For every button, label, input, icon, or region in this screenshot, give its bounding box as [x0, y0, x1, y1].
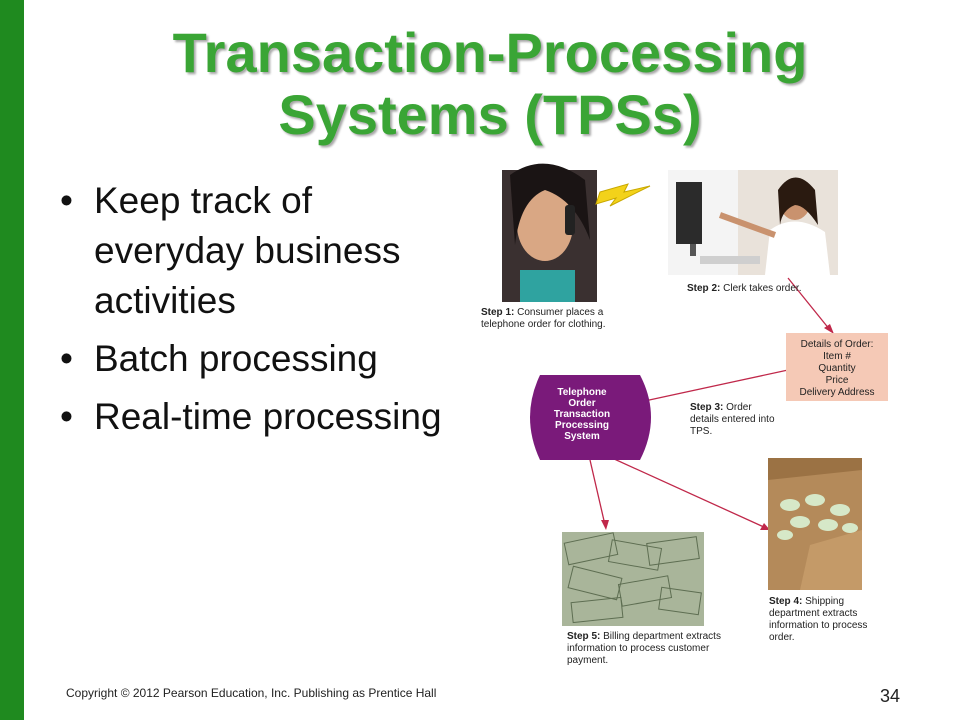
tps-diagram	[502, 163, 862, 626]
tps-shape	[530, 375, 651, 460]
step4-caption: Step 4: Shipping department extracts inf…	[769, 596, 868, 643]
step2-caption: Step 2: Clerk takes order.	[687, 283, 802, 294]
bullet-item: Real-time processing	[60, 392, 460, 442]
consumer-photo	[502, 163, 597, 302]
step5-caption: Step 5: Billing department extracts info…	[567, 631, 721, 666]
page-number: 34	[880, 686, 901, 706]
money-photo	[562, 532, 704, 626]
title-line-2: Systems (TPSs)	[278, 83, 702, 146]
clerk-photo	[668, 170, 838, 275]
tps-label: Telephone Order Transaction Processing S…	[553, 387, 611, 442]
lightning-icon	[595, 183, 651, 207]
bullet-item: Keep track of everyday business activiti…	[60, 176, 460, 326]
copyright-footer: Copyright © 2012 Pearson Education, Inc.…	[66, 686, 437, 700]
bullet-list: Keep track of everyday business activiti…	[60, 176, 460, 450]
step3-caption: Step 3: Order details entered into TPS.	[690, 402, 775, 437]
bullet-item: Batch processing	[60, 334, 460, 384]
left-accent-bar	[0, 0, 24, 720]
title-line-1: Transaction-Processing	[172, 21, 808, 84]
flow-arrows	[589, 277, 831, 529]
order-details-box: Details of Order: Item # Quantity Price …	[786, 333, 888, 401]
shipping-box-photo	[768, 458, 862, 590]
slide-title: Transaction-Processing Systems (TPSs)	[60, 22, 920, 146]
step1-caption: Step 1: Consumer places a telephone orde…	[481, 307, 606, 330]
